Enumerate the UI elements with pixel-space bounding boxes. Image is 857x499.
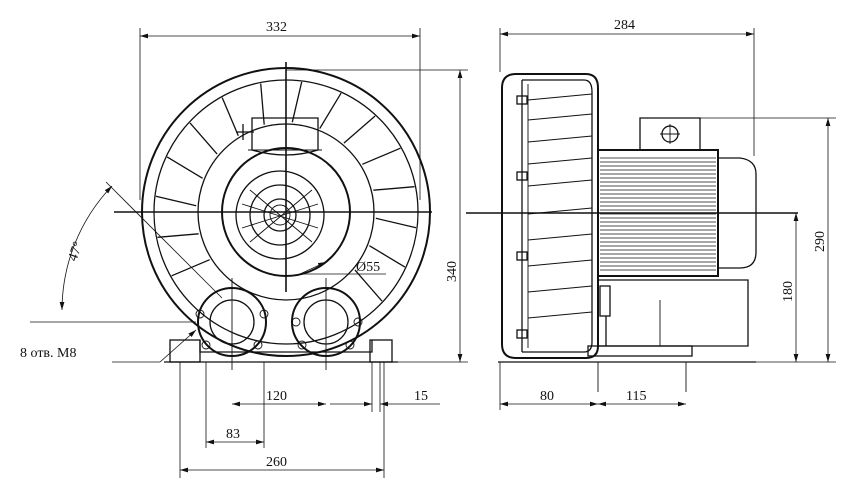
fin-line [171, 259, 210, 277]
fin-line [155, 195, 197, 207]
terminal-box [251, 117, 319, 156]
rib-line [527, 259, 593, 267]
side-view [466, 73, 798, 392]
dim-side-offset: 80 [540, 389, 554, 404]
front-dimensions: 332 340 Ø55 47° 8 отв. М8 120 15 83 [20, 20, 468, 478]
guard-spokes [241, 189, 319, 243]
dim-overall-height: 340 [445, 261, 460, 282]
rib-line [527, 157, 593, 165]
dim-overall-width: 332 [266, 20, 287, 35]
fin-line [362, 147, 401, 165]
front-view [114, 62, 432, 370]
side-housing [501, 73, 599, 359]
fin-line [354, 269, 383, 302]
fin-line [157, 233, 199, 238]
motor-stand [598, 279, 749, 347]
dim-depth: 284 [614, 18, 635, 33]
dim-foot-width: 15 [414, 389, 428, 404]
fin-line [343, 115, 376, 144]
dim-base-width: 260 [266, 455, 287, 470]
dim-axis-height: 290 [813, 231, 828, 252]
fin-line [166, 156, 203, 179]
fan-guard [235, 170, 325, 260]
housing-clips [516, 95, 528, 339]
right-foot [369, 339, 393, 363]
dim-port-offset: 83 [226, 427, 240, 442]
fin-line [189, 122, 218, 155]
lifting-eye [236, 124, 254, 140]
rib-line [527, 233, 593, 241]
fin-line [375, 217, 417, 229]
shaft-ring-inner [269, 204, 291, 226]
radial-fins [155, 81, 417, 302]
outlet-port [291, 287, 363, 357]
fin-line [291, 81, 303, 123]
left-foot [169, 339, 201, 363]
rib-line [527, 135, 593, 143]
dim-port-spacing: 120 [266, 389, 287, 404]
side-terminal-box [639, 117, 701, 150]
dim-foot-height: 180 [781, 281, 796, 302]
housing-ribs [527, 93, 593, 319]
side-base-plate [587, 345, 693, 357]
motor-fins [600, 157, 716, 271]
side-dimensions: 284 290 180 80 115 [499, 18, 836, 410]
dim-angle: 47° [66, 240, 87, 264]
dim-side-base: 115 [626, 389, 646, 404]
fin-line [221, 97, 239, 136]
dim-holes: 8 отв. М8 [20, 346, 77, 361]
fan-guard-inner [249, 184, 311, 246]
fin-line [319, 92, 342, 129]
rib-line [527, 311, 593, 319]
rib-line [527, 113, 593, 121]
rib-line [527, 285, 593, 293]
rib-line [527, 179, 593, 187]
fin-line [369, 245, 406, 268]
shaft-ring [263, 198, 297, 232]
fan-cover [717, 157, 757, 269]
dim-port-diameter: Ø55 [356, 260, 380, 275]
rib-line [527, 93, 593, 101]
fin-line [373, 186, 415, 191]
